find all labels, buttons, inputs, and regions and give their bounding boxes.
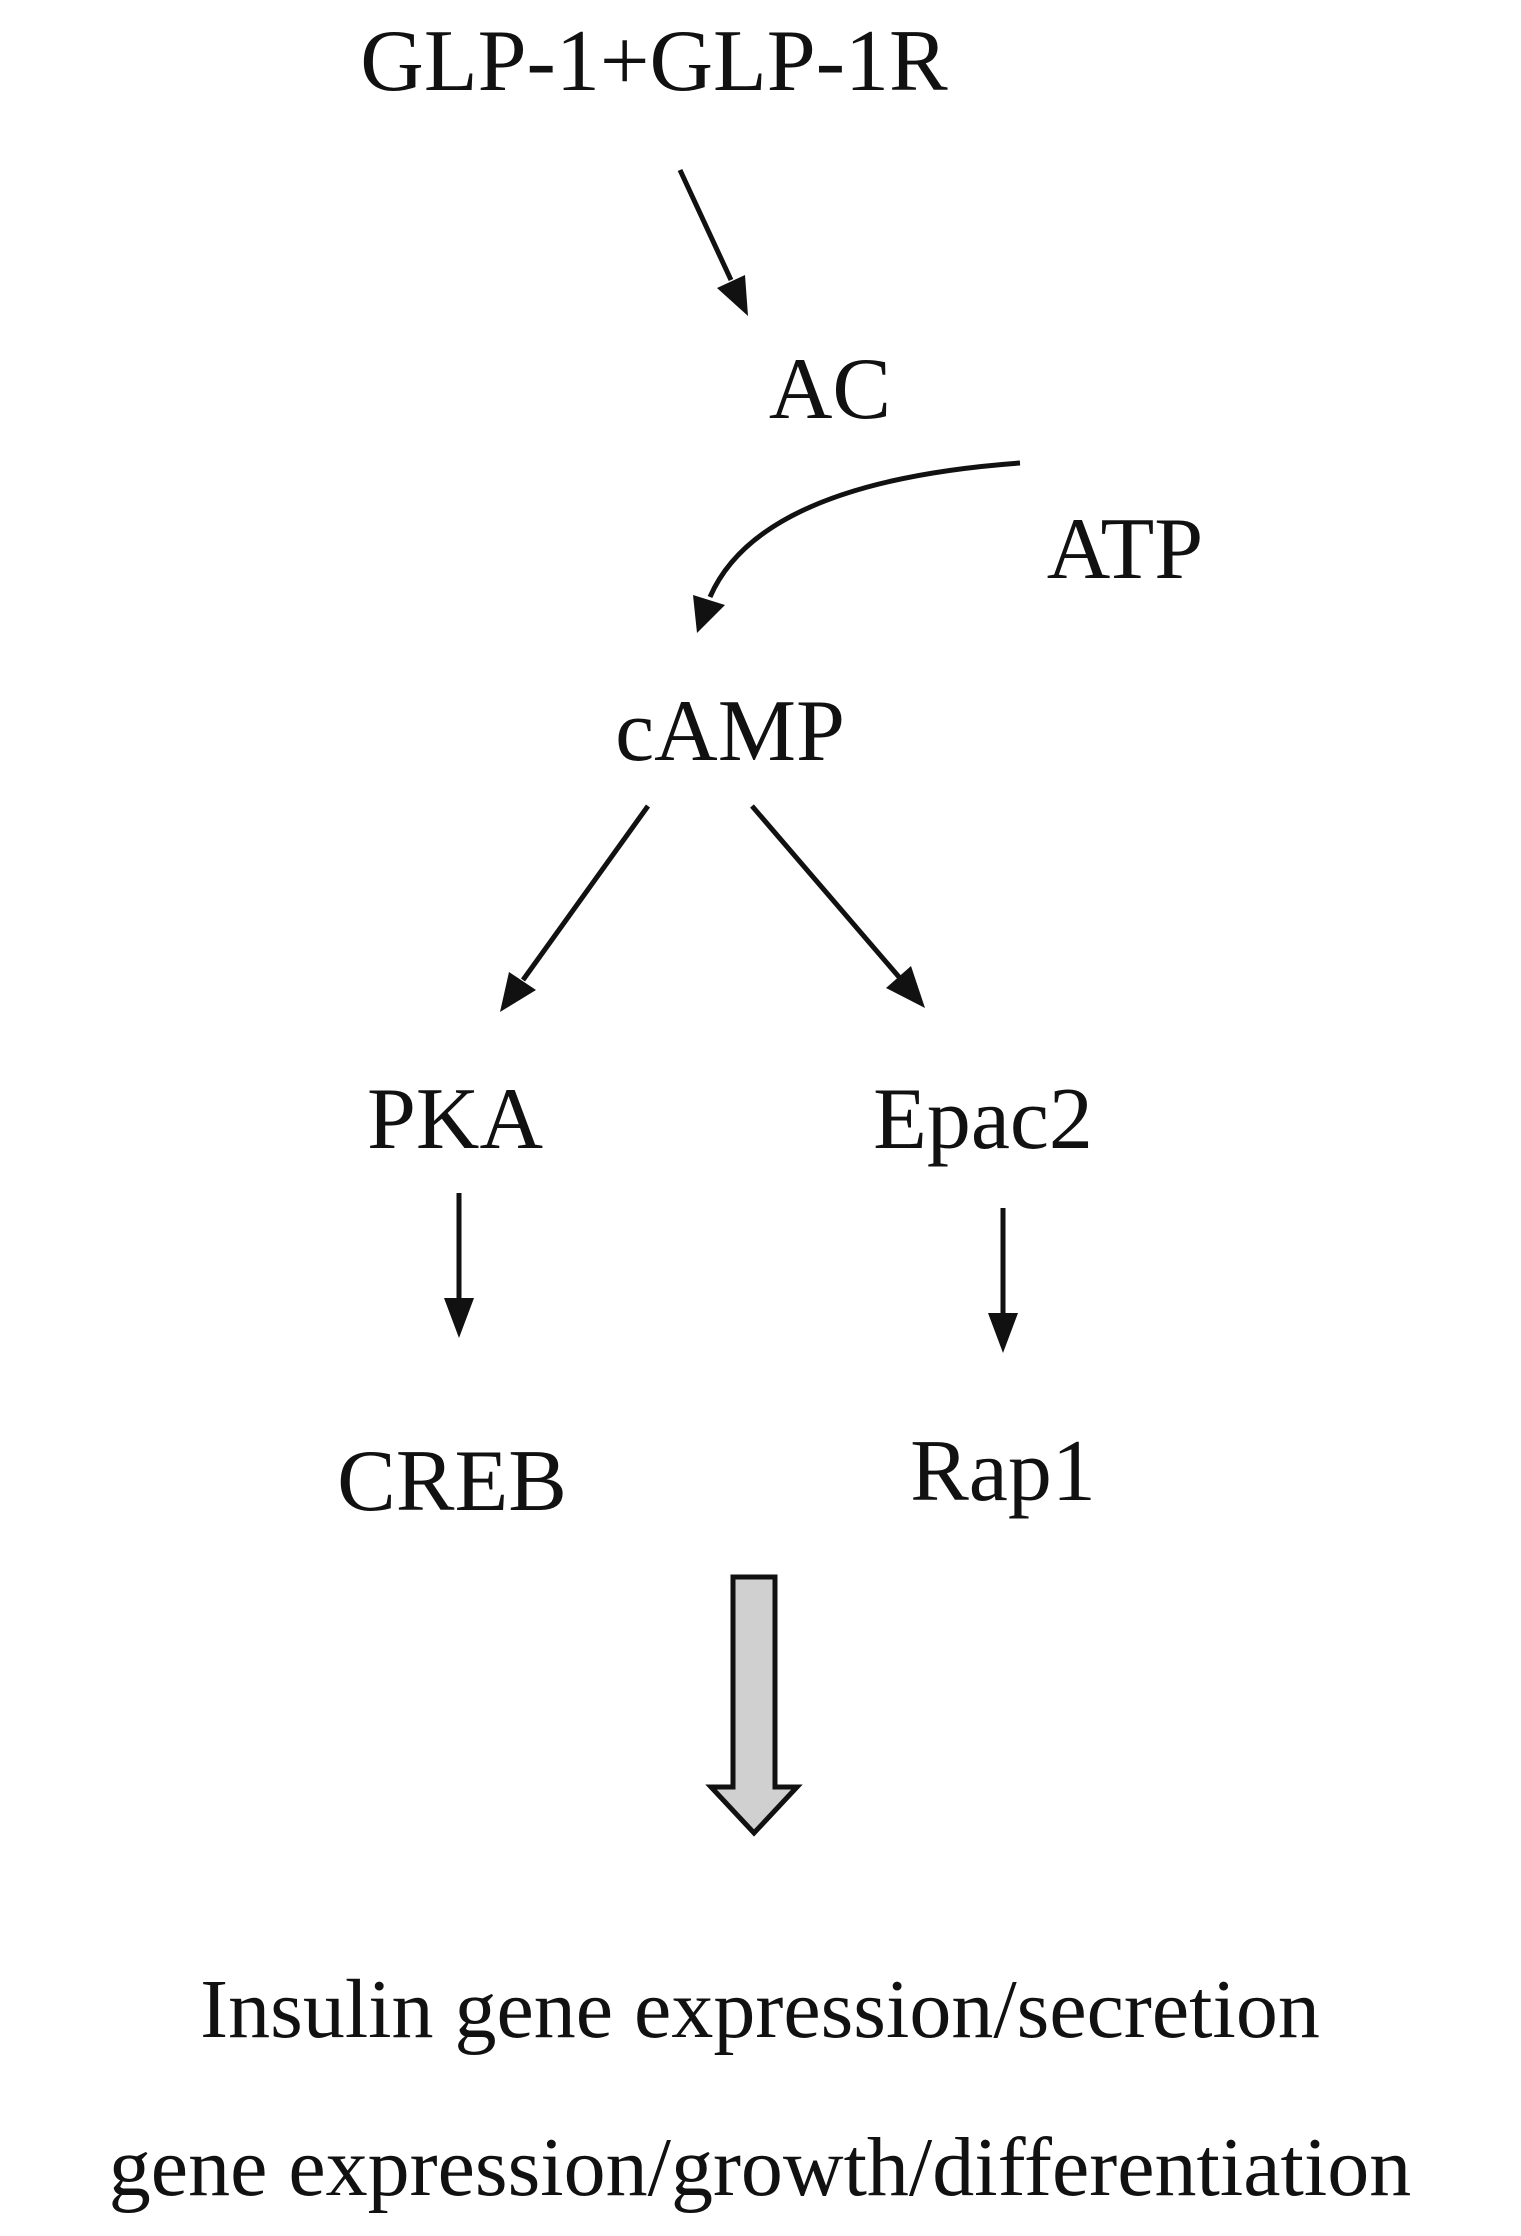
node-glp1-glp1r: GLP-1+GLP-1R [360,13,948,110]
arrow-atp-to-camp [693,460,1021,633]
outcome-line-2: gene expression/growth/differentiation [109,2121,1411,2214]
block-arrow-down [705,1574,803,1837]
node-atp: ATP [1047,501,1204,598]
node-creb: CREB [337,1433,567,1530]
node-epac2: Epac2 [873,1071,1093,1168]
arrow-epac2-to-rap1 [988,1208,1018,1353]
arrow-camp-to-epac2 [750,804,925,1008]
node-rap1: Rap1 [910,1423,1096,1520]
node-pka: PKA [367,1071,543,1168]
outcome-line-1: Insulin gene expression/secretion [200,1963,1320,2056]
arrow-glp1-to-ac [677,168,748,316]
node-ac: AC [769,341,891,438]
arrow-pka-to-creb [444,1193,474,1338]
arrow-camp-to-pka [500,804,651,1012]
node-camp: cAMP [615,683,845,780]
